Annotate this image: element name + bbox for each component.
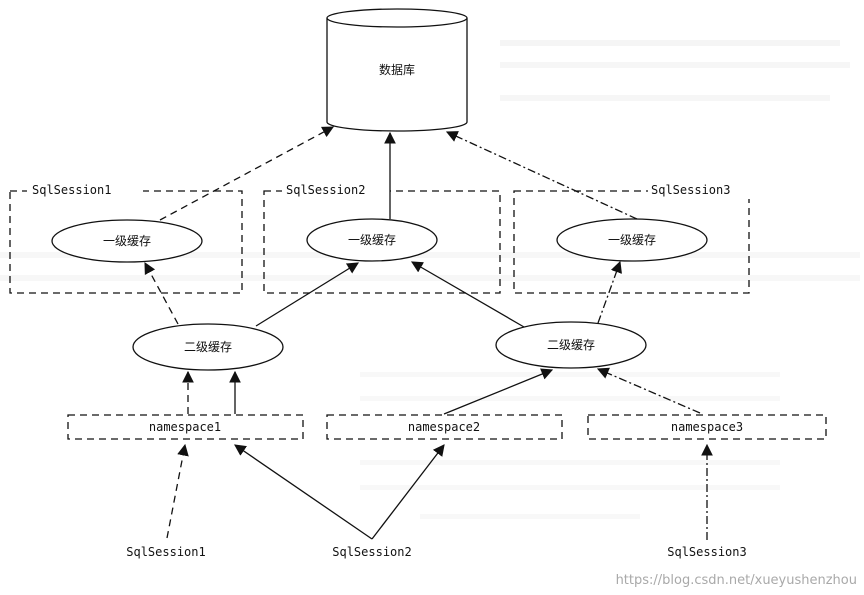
level1-cache-1: 一级缓存 <box>51 219 203 263</box>
edge-l2-2-to-l1-3 <box>597 260 622 324</box>
namespace-box-3: namespace3 <box>587 414 827 440</box>
level1-cache-3-label: 一级缓存 <box>608 233 656 247</box>
namespace-box-1: namespace1 <box>67 414 304 440</box>
edge-s2-to-ns-1 <box>234 444 373 540</box>
level1-cache-1-label: 一级缓存 <box>103 234 151 248</box>
namespace-2-label: namespace2 <box>408 420 480 434</box>
sqlsession-frame-1-label: SqlSession1 <box>32 183 111 197</box>
edge-s2-to-ns-2 <box>371 444 445 540</box>
namespace-1-label: namespace1 <box>149 420 221 434</box>
level2-cache-1: 二级缓存 <box>132 323 284 371</box>
bottom-sqlsession-1-label: SqlSession1 <box>126 545 205 559</box>
bottom-sqlsession-3-label: SqlSession3 <box>667 545 746 559</box>
background-bleed-through <box>0 40 860 519</box>
edge-ns-3-to-l2-2 <box>596 367 701 414</box>
watermark-url: https://blog.csdn.net/xueyushenzhou <box>616 573 857 588</box>
namespace-3-label: namespace3 <box>671 420 743 434</box>
database-node: 数据库 <box>326 8 468 132</box>
sqlsession-frame-3: SqlSession3 <box>513 181 750 294</box>
database-label: 数据库 <box>379 62 415 77</box>
level1-cache-2-label: 一级缓存 <box>348 233 396 247</box>
level2-cache-2: 二级缓存 <box>495 321 647 369</box>
edge-l1-1-to-db <box>159 126 335 221</box>
edge-ns-2-to-l2-2 <box>443 368 554 415</box>
edge-s1-to-ns-1 <box>166 443 189 539</box>
sqlsession-frame-2: SqlSession2 <box>263 181 501 294</box>
edge-l2-2-to-l1-2 <box>410 261 525 328</box>
edge-l1-3-to-db <box>445 131 638 220</box>
level2-cache-2-label: 二级缓存 <box>547 338 595 352</box>
sqlsession-frame-2-label: SqlSession2 <box>286 183 365 197</box>
level1-cache-2: 一级缓存 <box>306 218 438 262</box>
sqlsession-frame-3-label: SqlSession3 <box>651 183 730 197</box>
namespace-box-2: namespace2 <box>326 414 563 440</box>
sqlsession-frame-1: SqlSession1 <box>9 181 243 294</box>
bottom-sqlsession-2-label: SqlSession2 <box>332 545 411 559</box>
level1-cache-3: 一级缓存 <box>556 218 708 262</box>
edge-l2-1-to-l1-2 <box>255 262 359 327</box>
level2-cache-1-label: 二级缓存 <box>184 340 232 354</box>
